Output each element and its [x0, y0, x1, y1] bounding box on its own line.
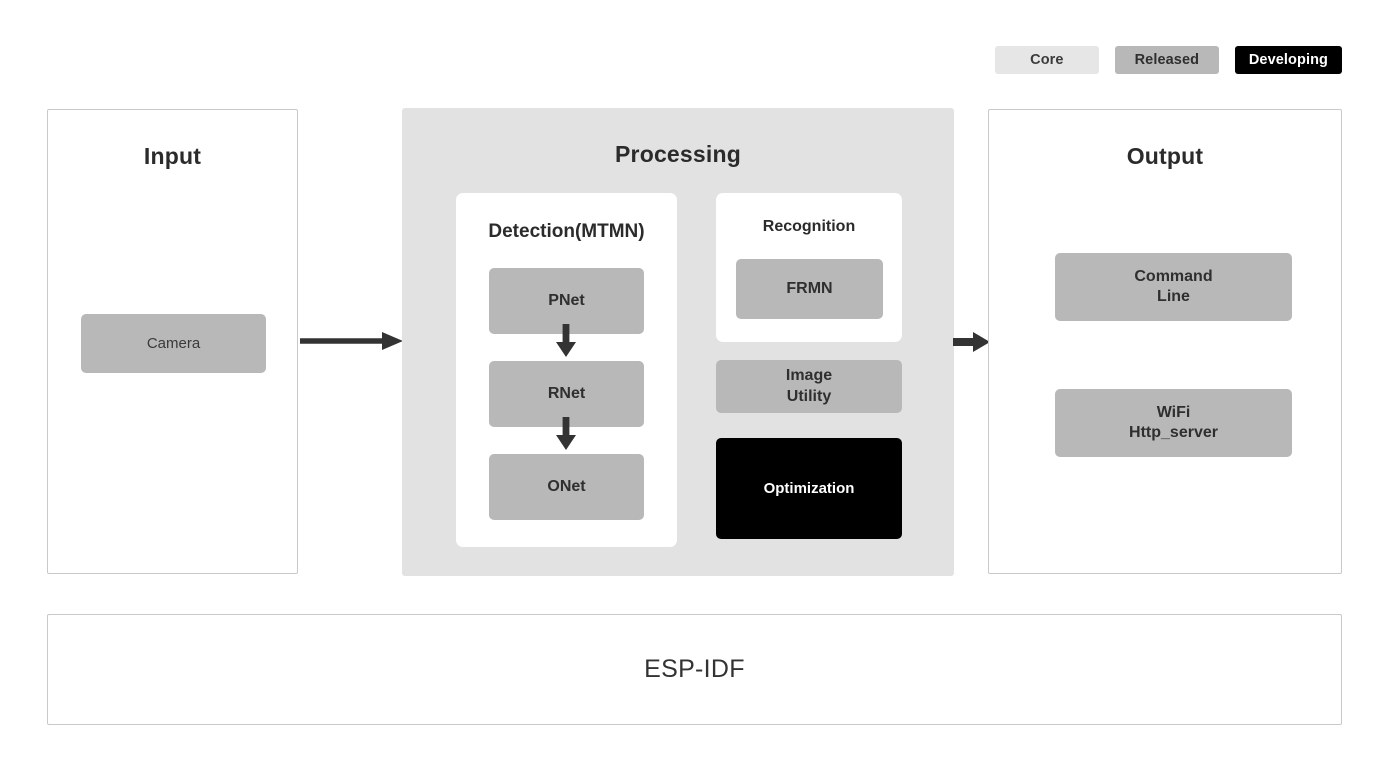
panel-processing: Processing Detection(MTMN) PNet RNet ONe… — [402, 108, 954, 576]
box-optimization: Optimization — [716, 438, 902, 539]
panel-output-title: Output — [1126, 143, 1204, 169]
card-recognition: Recognition FRMN — [716, 193, 902, 342]
box-pnet: PNet — [489, 268, 644, 334]
arrow-processing-to-output — [953, 332, 990, 352]
box-rnet: RNet — [489, 361, 644, 427]
legend-label-released: Released — [1134, 52, 1200, 68]
panel-output: Output Command Line WiFi Http_server — [988, 109, 1342, 574]
arrow-pnet-to-rnet — [556, 324, 576, 357]
arrow-rnet-to-onet — [556, 417, 576, 450]
panel-input-title: Input — [143, 143, 202, 169]
box-onet: ONet — [489, 454, 644, 520]
panel-input: Input Camera — [47, 109, 298, 574]
panel-esp-idf-title: ESP-IDF — [644, 655, 745, 683]
legend-item-developing: Developing — [1234, 46, 1342, 74]
box-command-line: Command Line — [1055, 253, 1292, 321]
panel-processing-title: Processing — [615, 141, 741, 167]
card-detection: Detection(MTMN) PNet RNet ONet — [456, 193, 677, 547]
box-frmn: FRMN — [736, 259, 883, 319]
panel-esp-idf: ESP-IDF — [47, 614, 1342, 725]
legend-label-core: Core — [1030, 52, 1064, 68]
card-recognition-title: Recognition — [762, 218, 856, 235]
legend-item-released: Released — [1114, 46, 1219, 74]
box-camera: Camera — [81, 314, 266, 373]
box-wifi-http-server: WiFi Http_server — [1055, 389, 1292, 457]
card-detection-title: Detection(MTMN) — [488, 221, 645, 242]
arrow-input-to-processing — [300, 332, 403, 350]
legend-label-developing: Developing — [1248, 52, 1328, 68]
legend: Core Released Developing — [994, 46, 1342, 74]
box-image-utility: Image Utility — [716, 360, 902, 413]
legend-item-core: Core — [994, 46, 1099, 74]
